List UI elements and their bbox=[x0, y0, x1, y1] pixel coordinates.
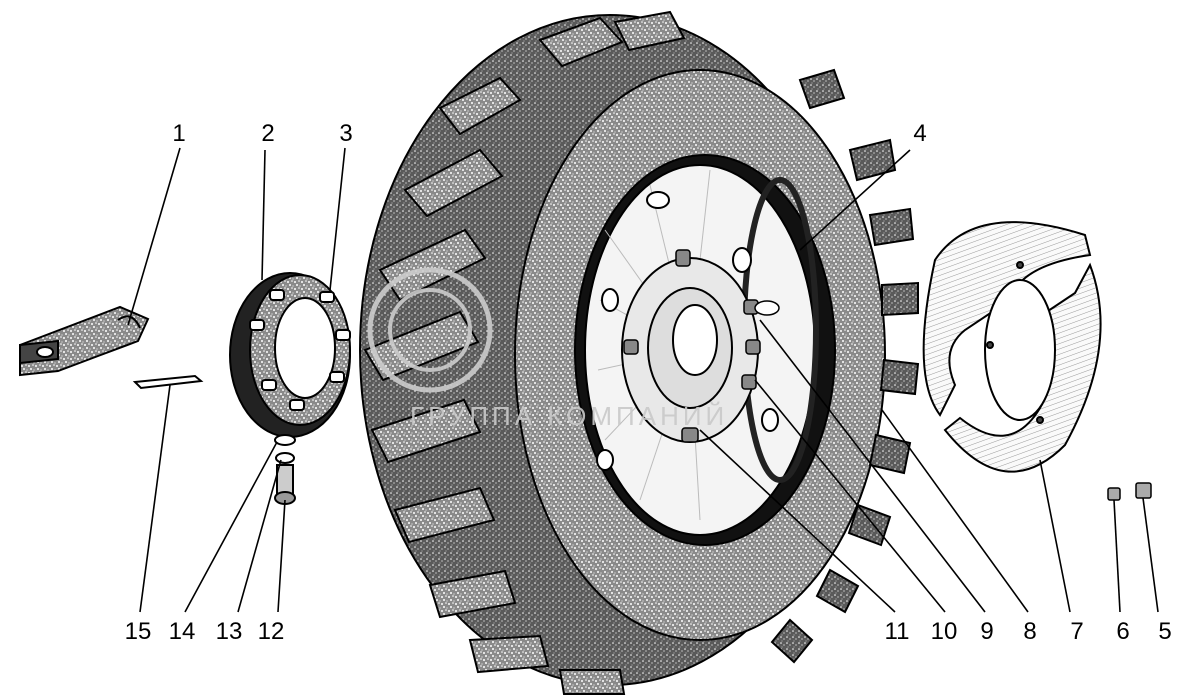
callout-6: 6 bbox=[1116, 618, 1129, 645]
callout-11: 11 bbox=[885, 618, 910, 645]
callout-10: 10 bbox=[931, 618, 958, 645]
part-12-bolt bbox=[274, 464, 296, 505]
callout-15: 15 bbox=[125, 618, 152, 645]
part-14-ring bbox=[274, 434, 296, 446]
leader-lines bbox=[127, 147, 1159, 613]
callout-1: 1 bbox=[172, 120, 185, 147]
part-13-washer bbox=[275, 452, 295, 464]
tread-lugs bbox=[363, 10, 686, 695]
callout-8: 8 bbox=[1023, 618, 1036, 645]
part-2-hub-ring bbox=[229, 272, 351, 438]
watermark: ГРУППА КОМПАНИЙ bbox=[367, 267, 728, 431]
callout-5: 5 bbox=[1158, 618, 1171, 645]
right-tread-teeth bbox=[770, 68, 920, 664]
part-5-nut bbox=[1135, 482, 1152, 499]
callout-9: 9 bbox=[980, 618, 993, 645]
part-6-nut bbox=[1107, 487, 1121, 501]
callout-14: 14 bbox=[169, 618, 196, 645]
wheel-rim bbox=[574, 154, 836, 546]
part-7-ballast-weights bbox=[922, 221, 1102, 473]
callout-4: 4 bbox=[913, 120, 926, 147]
callout-7: 7 bbox=[1070, 618, 1083, 645]
part-1-bracket bbox=[19, 305, 150, 377]
watermark-text: ГРУППА КОМПАНИЙ bbox=[410, 401, 728, 431]
callout-numbers: 1 2 3 4 5 6 7 8 9 10 11 12 13 14 15 bbox=[125, 120, 1172, 645]
part-15-pin bbox=[132, 374, 204, 390]
disc-holes bbox=[596, 191, 779, 471]
part-3-studs bbox=[249, 289, 351, 411]
callout-2: 2 bbox=[261, 120, 274, 147]
callout-13: 13 bbox=[216, 618, 243, 645]
callout-3: 3 bbox=[339, 120, 352, 147]
hub-studs bbox=[623, 249, 780, 443]
callout-12: 12 bbox=[258, 618, 285, 645]
